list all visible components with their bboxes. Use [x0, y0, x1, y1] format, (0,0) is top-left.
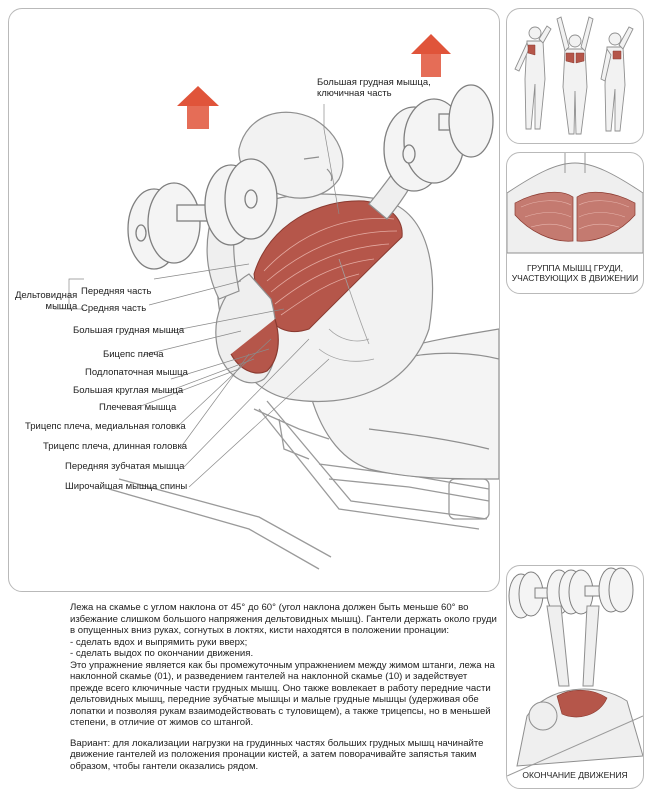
thumbnail-end-of-movement: ОКОНЧАНИЕ ДВИЖЕНИЯ	[506, 565, 644, 789]
label-subscapularis: Подлопаточная мышца	[85, 367, 188, 378]
thumbnail-chest-muscle-group: ГРУППА МЫШЦ ГРУДИ, УЧАСТВУЮЩИХ В ДВИЖЕНИ…	[506, 152, 644, 294]
caption-muscle-group: ГРУППА МЫШЦ ГРУДИ, УЧАСТВУЮЩИХ В ДВИЖЕНИ…	[511, 263, 639, 283]
up-arrow-left-icon	[177, 86, 219, 129]
up-arrow-right-icon	[411, 34, 451, 77]
end-of-movement-illustration	[507, 567, 643, 777]
label-teres-major: Большая круглая мышца	[73, 385, 184, 396]
label-biceps: Бицепс плеча	[103, 349, 164, 360]
dumbbell-right	[383, 84, 494, 192]
description-step-1: - сделать вдох и выпрямить руки вверх;	[70, 636, 248, 648]
main-illustration-panel: Большая грудная мышца, ключичная часть Д…	[8, 8, 500, 592]
thumbnail-body-figures	[506, 8, 644, 144]
description-step-2: - сделать выдох по окончании движения.	[70, 648, 254, 659]
description-block: Лежа на скамье с углом наклона от 45° до…	[70, 602, 500, 729]
incline-bench	[108, 400, 490, 570]
description-variant: Вариант: для локализации нагрузки на гру…	[70, 737, 484, 772]
label-latissimus: Широчайшая мышца спины	[65, 481, 188, 492]
body-figures-illustration	[514, 16, 634, 135]
label-triceps-medial: Трицепс плеча, медиальная головка	[25, 421, 186, 432]
label-serratus: Передняя зубчатая мышца	[65, 461, 185, 472]
description-body: Это упражнение является как бы промежуто…	[70, 659, 495, 729]
chest-muscles-illustration	[507, 153, 643, 254]
label-deltoid: Дельтовидная мышца	[15, 290, 78, 312]
label-deltoid-middle: Средняя часть	[81, 303, 147, 314]
dumbbell-left	[127, 158, 278, 270]
label-pectoralis-major: Большая грудная мышца	[73, 325, 185, 336]
label-deltoid-front: Передняя часть	[81, 286, 152, 297]
incline-dumbbell-press-illustration	[54, 34, 499, 570]
label-leader-lines	[54, 104, 340, 488]
caption-end-of-movement: ОКОНЧАНИЕ ДВИЖЕНИЯ	[522, 770, 628, 780]
exercise-description: Лежа на скамье с углом наклона от 45° до…	[70, 602, 500, 781]
label-brachialis: Плечевая мышца	[99, 402, 177, 413]
description-intro: Лежа на скамье с углом наклона от 45° до…	[70, 602, 497, 636]
label-pectoralis-clavicular: Большая грудная мышца, ключичная часть	[317, 77, 431, 99]
label-triceps-long: Трицепс плеча, длинная головка	[43, 441, 188, 452]
